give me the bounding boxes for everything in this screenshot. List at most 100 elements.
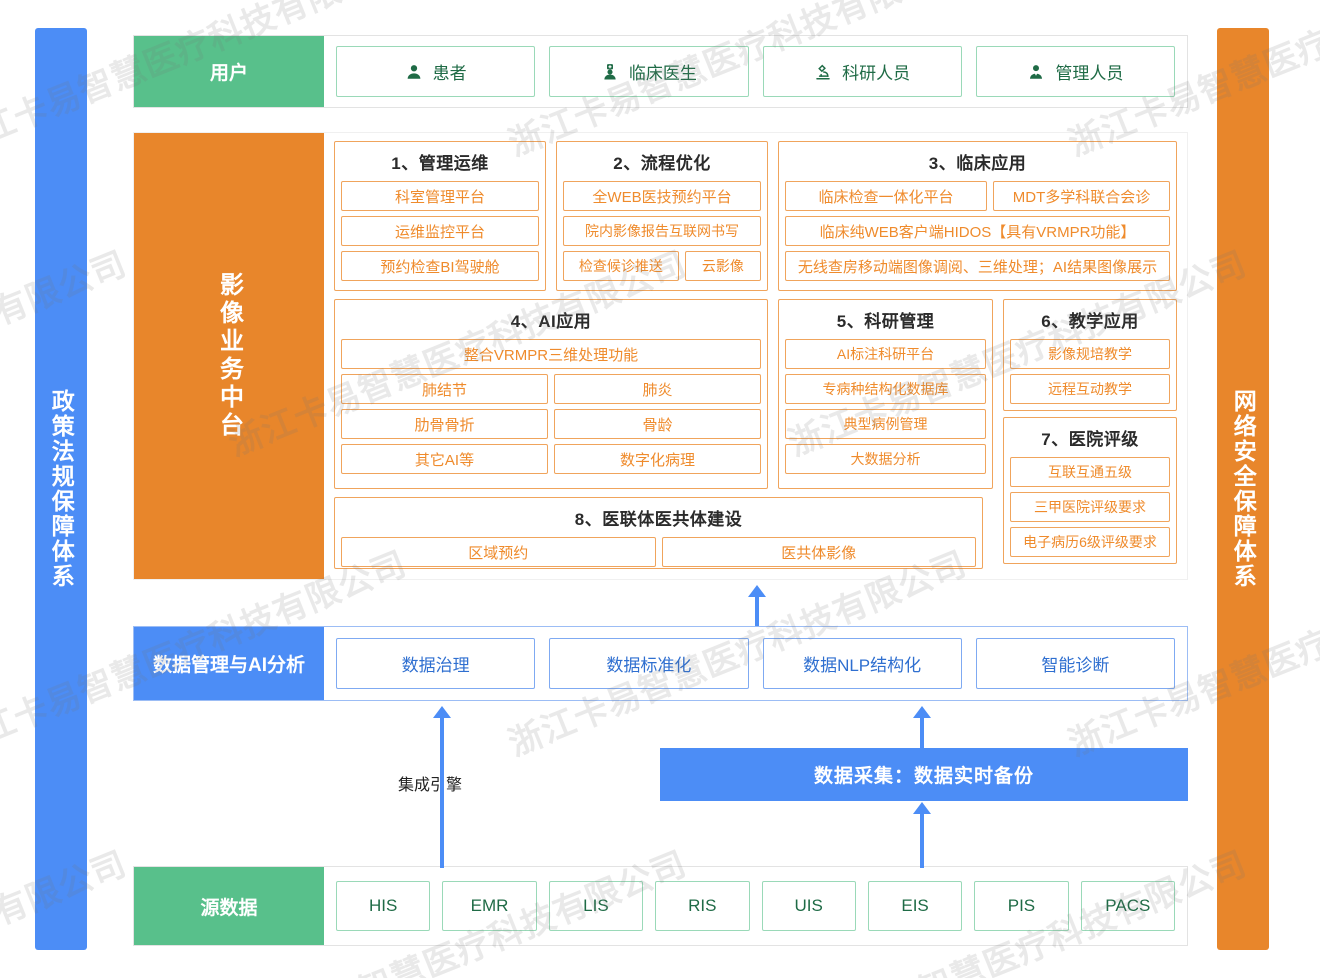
chip-item[interactable]: 三甲医院评级要求 bbox=[1010, 492, 1170, 522]
chip-item[interactable]: AI标注科研平台 bbox=[785, 339, 986, 369]
group-management-ops: 1、管理运维 科室管理平台 运维监控平台 预约检查BI驾驶舱 bbox=[334, 141, 546, 291]
group-hospital-rating: 7、医院评级 互联互通五级 三甲医院评级要求 电子病历6级评级要求 bbox=[1003, 417, 1177, 564]
user-card-clinician[interactable]: 临床医生 bbox=[549, 46, 749, 97]
group-ai-application: 4、AI应用 整合VRMPR三维处理功能 肺结节 肺炎 肋骨骨折 骨龄 其它AI… bbox=[334, 299, 768, 489]
chip-item[interactable]: 典型病例管理 bbox=[785, 409, 986, 439]
arrow-head-icon bbox=[913, 802, 931, 814]
chip-item[interactable]: 全WEB医技预约平台 bbox=[563, 181, 761, 211]
group-title: 3、临床应用 bbox=[928, 154, 1027, 173]
arrow-shaft bbox=[920, 716, 924, 750]
chip-item[interactable]: 数字化病理 bbox=[554, 444, 761, 474]
microscope-icon bbox=[814, 63, 832, 81]
chip-item[interactable]: 预约检查BI驾驶舱 bbox=[341, 251, 539, 281]
chip-item[interactable]: 临床检查一体化平台 bbox=[785, 181, 988, 211]
arrow-shaft bbox=[755, 595, 759, 626]
chip-item[interactable]: 肋骨骨折 bbox=[341, 409, 548, 439]
chip-item[interactable]: 无线查房移动端图像调阅、三维处理；AI结果图像展示 bbox=[785, 251, 1170, 281]
imaging-platform-row: 影像业务中台 1、管理运维 科室管理平台 运维监控平台 预约检查BI驾驶舱 2、… bbox=[133, 132, 1188, 580]
source-card-eis[interactable]: EIS bbox=[867, 881, 963, 931]
source-data-list: HIS EMR LIS RIS UIS EIS PIS PACS bbox=[324, 867, 1187, 945]
chip-item[interactable]: 骨龄 bbox=[554, 409, 761, 439]
source-card-pacs[interactable]: PACS bbox=[1080, 881, 1175, 931]
arrow-shaft bbox=[440, 716, 444, 868]
source-data-row: 源数据 HIS EMR LIS RIS UIS EIS PIS PACS bbox=[133, 866, 1188, 946]
group-title: 8、医联体医共体建设 bbox=[574, 510, 743, 529]
group-research-management: 5、科研管理 AI标注科研平台 专病种结构化数据库 典型病例管理 大数据分析 bbox=[778, 299, 993, 489]
source-card-ris[interactable]: RIS bbox=[655, 881, 750, 931]
user-card-patient[interactable]: 患者 bbox=[336, 46, 536, 97]
user-card-administrator[interactable]: 管理人员 bbox=[975, 46, 1175, 97]
data-card-standardization[interactable]: 数据标准化 bbox=[549, 638, 749, 689]
group-title: 1、管理运维 bbox=[391, 154, 489, 173]
arrow-source-to-collect bbox=[912, 802, 932, 868]
data-card-governance[interactable]: 数据治理 bbox=[336, 638, 536, 689]
group-title: 6、教学应用 bbox=[1041, 312, 1139, 331]
arrow-head-icon bbox=[748, 585, 766, 597]
chip-item[interactable]: 远程互动教学 bbox=[1010, 374, 1170, 404]
user-card-label: 管理人员 bbox=[1055, 64, 1124, 83]
chip-item[interactable]: 运维监控平台 bbox=[341, 216, 539, 246]
users-list: 患者 临床医生 bbox=[324, 36, 1187, 107]
data-card-intelligent-diagnosis[interactable]: 智能诊断 bbox=[975, 638, 1175, 689]
group-title: 4、AI应用 bbox=[510, 312, 592, 331]
group-title: 2、流程优化 bbox=[613, 154, 711, 173]
group-medical-alliance: 8、医联体医共体建设 区域预约 医共体影像 bbox=[334, 497, 983, 569]
person-icon bbox=[405, 63, 423, 81]
user-card-researcher[interactable]: 科研人员 bbox=[762, 46, 962, 97]
chip-item[interactable]: 检查候诊推送 bbox=[563, 251, 679, 281]
group-clinical-application: 3、临床应用 临床检查一体化平台 MDT多学科联合会诊 临床纯WEB客户端HID… bbox=[778, 141, 1177, 291]
data-card-nlp[interactable]: 数据NLP结构化 bbox=[762, 638, 962, 689]
chip-item[interactable]: 肺结节 bbox=[341, 374, 548, 404]
chip-item[interactable]: MDT多学科联合会诊 bbox=[993, 181, 1170, 211]
group-title: 7、医院评级 bbox=[1041, 430, 1139, 449]
left-bar-label: 政策法规保障体系 bbox=[48, 389, 75, 589]
data-collection-band: 数据采集：数据实时备份 bbox=[660, 748, 1188, 801]
arrow-collect-to-data bbox=[912, 706, 932, 750]
chip-item[interactable]: 互联互通五级 bbox=[1010, 457, 1170, 487]
users-row-label: 用户 bbox=[134, 36, 324, 107]
arrow-data-to-platform bbox=[747, 585, 767, 626]
user-card-label: 临床医生 bbox=[628, 64, 697, 83]
source-card-uis[interactable]: UIS bbox=[761, 881, 856, 931]
data-management-label: 数据管理与AI分析 bbox=[134, 627, 324, 700]
source-data-label: 源数据 bbox=[134, 867, 324, 945]
doctor-icon bbox=[601, 63, 619, 81]
right-bar-label: 网络安全保障体系 bbox=[1230, 389, 1257, 589]
chip-item[interactable]: 肺炎 bbox=[554, 374, 761, 404]
group-stack-teaching-rating: 6、教学应用 影像规培教学 远程互动教学 7、医院评级 互联互通五级 三甲医院评… bbox=[1003, 299, 1177, 564]
integration-engine-label: 集成引擎 bbox=[398, 777, 463, 794]
platform-label: 影像业务中台 bbox=[134, 133, 324, 579]
group-process-optimization: 2、流程优化 全WEB医技预约平台 院内影像报告互联网书写 检查候诊推送 云影像 bbox=[556, 141, 768, 291]
source-card-lis[interactable]: LIS bbox=[548, 881, 644, 931]
source-card-emr[interactable]: EMR bbox=[442, 881, 537, 931]
user-card-label: 科研人员 bbox=[842, 64, 911, 83]
chip-item[interactable]: 临床纯WEB客户端HIDOS【具有VRMPR功能】 bbox=[785, 216, 1170, 246]
chip-item[interactable]: 专病种结构化数据库 bbox=[785, 374, 986, 404]
chip-item[interactable]: 院内影像报告互联网书写 bbox=[563, 216, 761, 246]
arrow-shaft bbox=[920, 812, 924, 868]
chip-item[interactable]: 医共体影像 bbox=[661, 537, 976, 567]
chip-item[interactable]: 其它AI等 bbox=[341, 444, 548, 474]
chip-item[interactable]: 电子病历6级评级要求 bbox=[1010, 527, 1170, 557]
arrow-head-icon bbox=[913, 706, 931, 718]
chip-item[interactable]: 科室管理平台 bbox=[341, 181, 539, 211]
chip-item[interactable]: 区域预约 bbox=[341, 537, 656, 567]
chip-item[interactable]: 整合VRMPR三维处理功能 bbox=[341, 339, 761, 369]
arrow-head-icon bbox=[433, 706, 451, 718]
data-management-row: 数据管理与AI分析 数据治理 数据标准化 数据NLP结构化 智能诊断 bbox=[133, 626, 1188, 701]
group-teaching-application: 6、教学应用 影像规培教学 远程互动教学 bbox=[1003, 299, 1177, 411]
chip-item[interactable]: 云影像 bbox=[684, 251, 761, 281]
chip-item[interactable]: 大数据分析 bbox=[785, 444, 986, 474]
source-card-pis[interactable]: PIS bbox=[974, 881, 1069, 931]
data-management-list: 数据治理 数据标准化 数据NLP结构化 智能诊断 bbox=[324, 627, 1187, 700]
manager-icon bbox=[1027, 63, 1045, 81]
group-title: 5、科研管理 bbox=[836, 312, 935, 331]
policy-regulation-sidebar: 政策法规保障体系 bbox=[35, 28, 87, 950]
chip-item[interactable]: 影像规培教学 bbox=[1010, 339, 1170, 369]
platform-groups: 1、管理运维 科室管理平台 运维监控平台 预约检查BI驾驶舱 2、流程优化 全W… bbox=[324, 133, 1187, 579]
user-card-label: 患者 bbox=[432, 64, 467, 83]
source-card-his[interactable]: HIS bbox=[336, 881, 431, 931]
arrow-integration-engine bbox=[432, 706, 452, 868]
users-row: 用户 患者 bbox=[133, 35, 1188, 108]
